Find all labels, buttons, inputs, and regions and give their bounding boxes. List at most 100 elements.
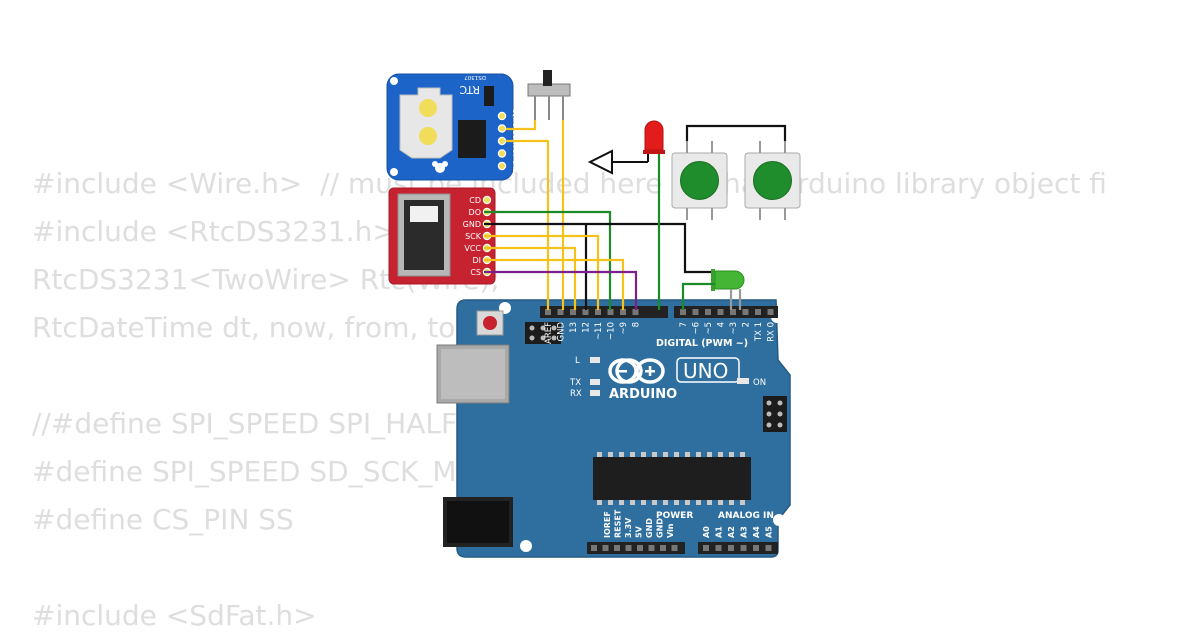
rtc-pin[interactable]	[497, 161, 507, 171]
digital-header-label: DIGITAL (PWM ~)	[656, 338, 748, 349]
digital-pin-label: 8	[632, 322, 642, 327]
rx-led-icon	[590, 390, 600, 396]
analog-pin-label: A4	[752, 526, 761, 538]
power-pin-label: 3.3V	[624, 517, 633, 538]
chip-pin	[685, 500, 690, 505]
digital-pin-hole[interactable]	[557, 309, 564, 315]
digital-pin-label: ~10	[607, 322, 617, 340]
rtc-title: RTC	[459, 83, 480, 96]
sd-pin-label: DO	[469, 208, 481, 217]
switch-lever[interactable]	[543, 70, 552, 86]
digital-pin-hole[interactable]	[730, 309, 736, 315]
digital-pin-label: ~11	[594, 322, 604, 340]
power-pin-hole[interactable]	[591, 545, 597, 551]
rtc-pin[interactable]	[497, 124, 507, 133]
mounting-hole	[520, 540, 532, 552]
sd-pin-label: GND	[463, 220, 481, 229]
power-pin-hole[interactable]	[614, 545, 620, 551]
arduino-brand-text: ARDUINO	[609, 387, 677, 402]
digital-pin-label: ~3	[729, 322, 739, 335]
mounting-hole	[390, 77, 398, 85]
analog-pin-hole[interactable]	[703, 545, 709, 551]
mounting-hole	[773, 514, 785, 526]
analog-pin-label: A3	[740, 526, 749, 538]
digital-pin-holes	[545, 309, 774, 315]
sd-pin[interactable]	[482, 195, 492, 205]
analog-pin-hole[interactable]	[715, 545, 722, 551]
wire-buttons	[685, 124, 787, 141]
rtc-crystal	[484, 86, 494, 106]
chip-pin	[696, 452, 701, 457]
flower-logo-icon	[432, 161, 448, 173]
digital-pin-hole[interactable]	[582, 309, 589, 315]
power-pin-hole[interactable]	[637, 545, 643, 551]
analog-header-label: ANALOG IN	[718, 511, 774, 521]
power-pin-hole[interactable]	[625, 545, 632, 551]
digital-pin-hole[interactable]	[620, 309, 626, 315]
digital-pin-hole[interactable]	[767, 309, 774, 315]
icsp-header-right	[763, 396, 787, 432]
digital-pin-label: 4	[717, 322, 727, 327]
chip-pin	[608, 500, 613, 505]
power-pin-label: 5V	[635, 525, 644, 538]
sd-pin-label: VCC	[464, 244, 481, 253]
power-pin-label: Vin	[666, 523, 675, 538]
chip-pin	[652, 452, 657, 457]
chip-pin	[608, 452, 613, 457]
digital-pin-hole[interactable]	[742, 309, 749, 315]
digital-pin-hole[interactable]	[705, 309, 711, 315]
power-pin-hole[interactable]	[660, 545, 666, 551]
power-pin-hole[interactable]	[602, 545, 609, 551]
red-led[interactable]	[643, 120, 665, 154]
digital-pin-label: ~6	[692, 322, 702, 335]
atmega-chip	[593, 457, 751, 500]
push-button-2[interactable]	[744, 141, 801, 220]
digital-pin-hole[interactable]	[545, 309, 551, 315]
slide-switch[interactable]	[527, 70, 571, 120]
wire-sd-sck	[484, 234, 600, 310]
green-led[interactable]	[711, 269, 745, 291]
analog-pin-hole[interactable]	[753, 545, 759, 551]
led-label-l: L	[575, 356, 580, 366]
power-pin-hole[interactable]	[671, 545, 678, 551]
analog-pin-hole[interactable]	[765, 545, 772, 551]
rtc-pin[interactable]	[497, 149, 507, 158]
power-header-label: POWER	[656, 511, 693, 521]
led-label-rx: RX	[570, 389, 582, 399]
digital-pin-hole[interactable]	[607, 309, 614, 315]
tx-led-icon	[590, 379, 600, 385]
digital-pin-hole[interactable]	[680, 309, 686, 315]
rtc-pin[interactable]	[497, 111, 507, 121]
wire-sd-cs	[484, 270, 638, 310]
push-button-1[interactable]	[671, 141, 728, 220]
digital-pin-label: TX 1	[754, 322, 764, 342]
chip-pin	[652, 500, 657, 505]
chip-pin	[663, 500, 668, 505]
digital-pin-hole[interactable]	[755, 309, 761, 315]
digital-pin-hole[interactable]	[632, 309, 639, 315]
battery-contact	[419, 127, 437, 145]
reset-button[interactable]	[483, 316, 497, 330]
chip-pin	[740, 500, 745, 505]
chip-pins	[597, 452, 745, 505]
chip-pin	[707, 452, 712, 457]
digital-pin-label: RX 0	[767, 322, 777, 342]
rtc-pin[interactable]	[497, 136, 507, 146]
analog-pin-hole[interactable]	[728, 545, 734, 551]
digital-pin-hole[interactable]	[717, 309, 724, 315]
digital-pin-hole[interactable]	[692, 309, 699, 315]
analog-pin-hole[interactable]	[740, 545, 747, 551]
digital-pin-hole[interactable]	[570, 309, 576, 315]
arduino-logo-icon	[608, 358, 665, 384]
chip-pin	[729, 500, 734, 505]
digital-pin-hole[interactable]	[595, 309, 601, 315]
digital-pin-label: 2	[742, 322, 752, 327]
code-line: #include <RtcDS3231.h>	[32, 215, 396, 248]
chip-pin	[740, 452, 745, 457]
power-pin-hole[interactable]	[648, 545, 655, 551]
